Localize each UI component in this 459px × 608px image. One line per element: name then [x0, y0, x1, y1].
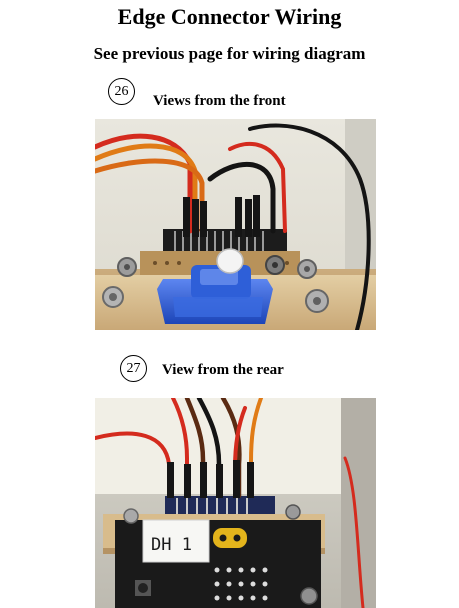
- screw-heads: [123, 504, 318, 605]
- connector-sleeves: [167, 460, 254, 498]
- step-27-caption: View from the rear: [162, 362, 284, 378]
- microbit-logo: [213, 528, 247, 548]
- step-26-number: 26: [108, 78, 135, 105]
- page-title: Edge Connector Wiring: [117, 4, 342, 29]
- connector-sleeves: [183, 195, 260, 237]
- screw-heads: [102, 255, 329, 313]
- wires: [95, 123, 371, 330]
- step-27-number: 27: [120, 355, 147, 382]
- rear-view-photo: DH 1: [95, 398, 376, 608]
- board-label-text: DH 1: [151, 535, 192, 555]
- step-26-caption: Views from the front: [153, 93, 286, 109]
- servo-horn: [216, 248, 244, 274]
- paper-label: [142, 519, 210, 563]
- led-grid: [214, 567, 268, 601]
- page-subtitle: See previous page for wiring diagram: [93, 44, 366, 63]
- front-view-photo: [95, 119, 376, 330]
